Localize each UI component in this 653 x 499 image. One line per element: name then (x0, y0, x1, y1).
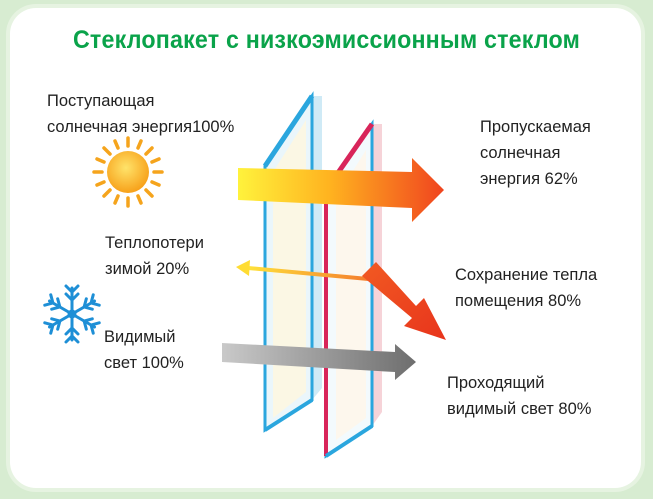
visible-light-arrow (222, 343, 416, 380)
heat-retained-arrow (362, 262, 446, 340)
label-visible-light-out: Проходящий видимый свет 80% (447, 374, 592, 418)
page-title: Стеклопакет с низкоэмиссионным стеклом (72, 26, 581, 54)
sun-icon (92, 136, 164, 208)
label-transmitted-solar: Пропускаемая солнечная энергия 62% (480, 118, 591, 188)
label-heat-loss: Теплопотери зимой 20% (105, 234, 204, 278)
label-visible-light-in: Видимый свет 100% (104, 328, 184, 372)
solar-energy-arrow (238, 158, 444, 222)
outer-glass-pane (262, 91, 322, 433)
snowflake-icon (43, 284, 101, 344)
label-incoming-solar: Поступающая солнечная энергия100% (47, 92, 235, 136)
label-heat-retained: Сохранение тепла помещения 80% (455, 266, 598, 310)
